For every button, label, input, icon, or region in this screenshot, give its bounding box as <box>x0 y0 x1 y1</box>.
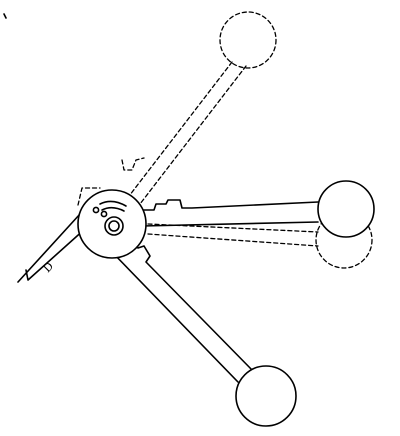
hub-pin-upper <box>92 206 100 214</box>
central-hub <box>77 189 147 259</box>
hub-disc <box>77 189 147 259</box>
dashed-position-upper <box>77 11 277 206</box>
dashed-shank-upper <box>125 61 247 205</box>
hub-pin-lower <box>100 210 108 218</box>
corner-tick <box>3 13 7 19</box>
dashed-hub-edge <box>77 187 101 206</box>
solid-key-right <box>141 180 375 238</box>
dashed-bow-upper <box>219 11 277 69</box>
blade-label: D <box>41 260 57 276</box>
dashed-notch-upper <box>121 157 145 171</box>
hub-slot <box>99 200 127 212</box>
solid-shank-lower <box>111 235 255 383</box>
solid-shank-right <box>141 199 319 227</box>
solid-bow-right <box>317 180 375 238</box>
key-blade: D <box>17 213 87 283</box>
hub-pivot-inner <box>108 220 120 232</box>
hub-pivot-outer <box>104 216 124 236</box>
solid-bow-lower <box>235 365 297 427</box>
dashed-shank-right <box>147 223 319 247</box>
solid-key-lower <box>111 235 297 427</box>
blade-outline <box>17 213 87 283</box>
dashed-bow-right <box>315 211 373 269</box>
